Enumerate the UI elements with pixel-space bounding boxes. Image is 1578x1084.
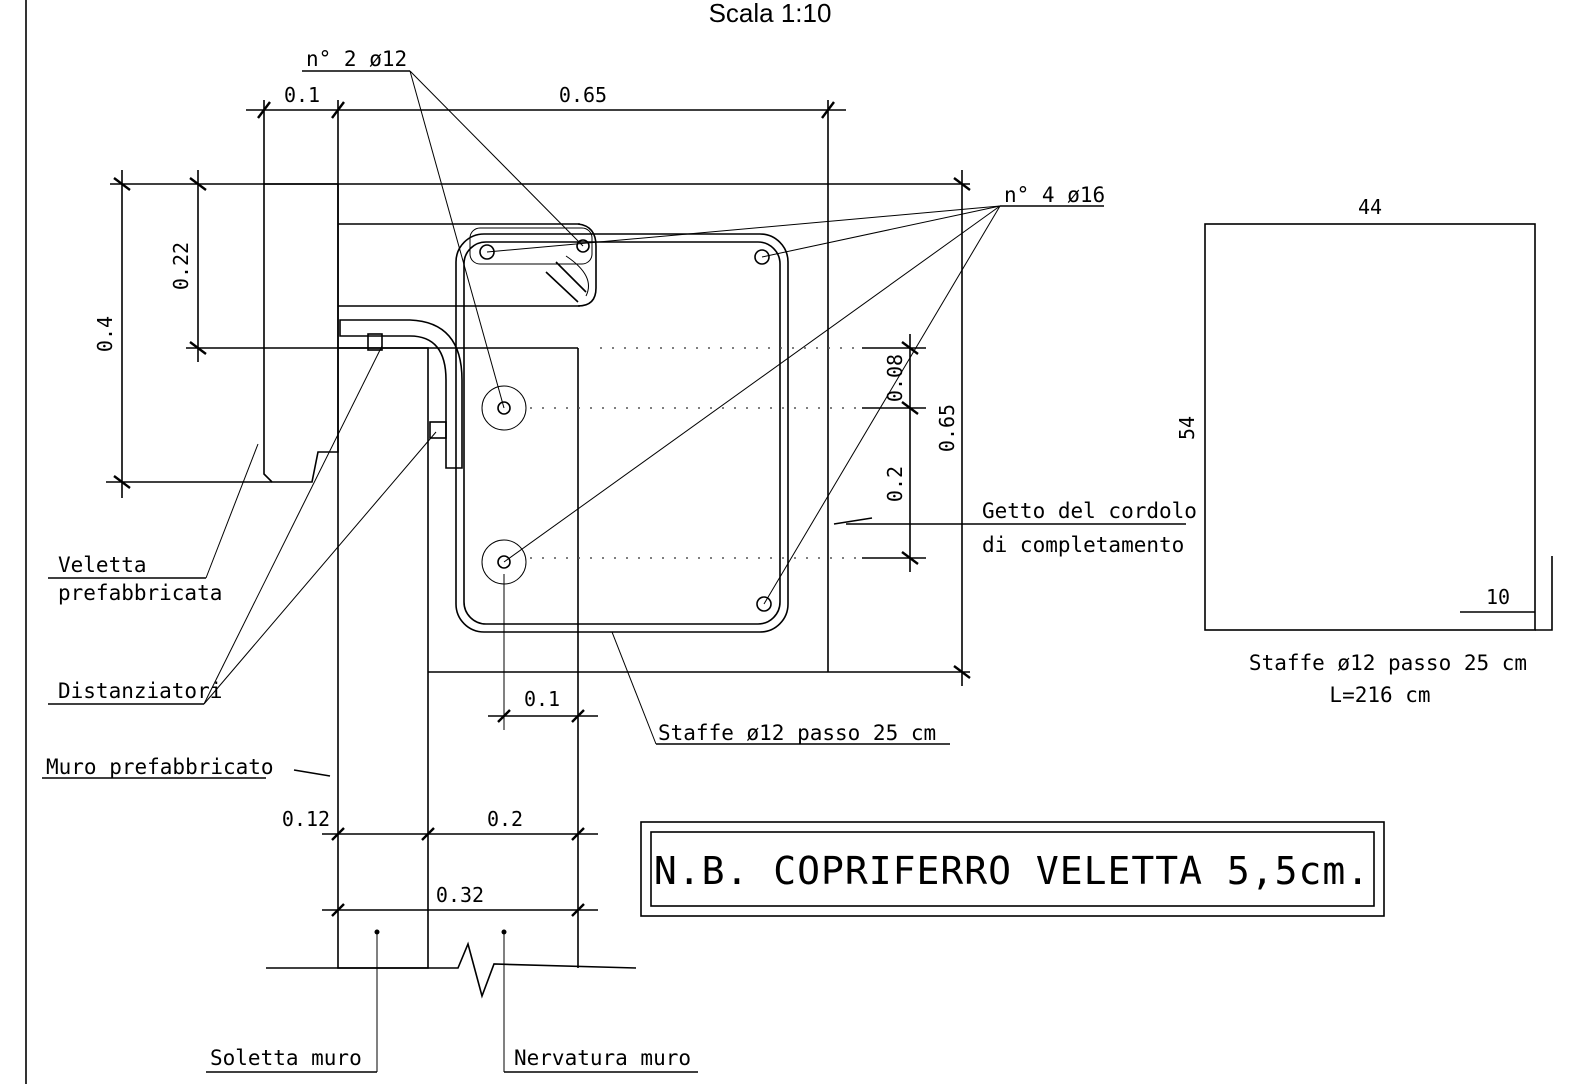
leader-main-bars-1	[486, 205, 1001, 253]
stirrup-width: 44	[1358, 195, 1382, 219]
leader-main-bars-2	[761, 205, 1001, 258]
dim-top	[246, 100, 846, 348]
label-getto-1: Getto del cordolo	[982, 499, 1197, 523]
curb-outline	[110, 100, 970, 673]
dim-0-1-top: 0.1	[284, 83, 320, 107]
leader-getto	[833, 517, 873, 525]
label-staffe: Staffe ø12 passo 25 cm	[658, 721, 936, 745]
dim-0-65-top: 0.65	[559, 83, 607, 107]
rebar-top-right	[754, 249, 770, 265]
dim-right	[862, 170, 971, 686]
rebar-top-left	[479, 244, 495, 260]
dim-0-32: 0.32	[436, 883, 484, 907]
stirrup-main	[455, 233, 789, 633]
leader-staffe	[611, 631, 657, 745]
dim-bottom-wall	[322, 827, 598, 917]
label-top-bars: n° 2 ø12	[306, 47, 407, 71]
leader-main-bars-4	[763, 205, 1001, 605]
stirrup-height: 54	[1175, 416, 1199, 440]
label-getto-2: di completamento	[982, 533, 1184, 557]
label-veletta-2: prefabbricata	[58, 581, 222, 605]
label-spacers: Distanziatori	[58, 679, 222, 703]
ground-line	[266, 941, 637, 999]
dim-0-4: 0.4	[93, 316, 117, 352]
dim-0-22: 0.22	[169, 242, 193, 290]
leader-veletta	[205, 443, 259, 579]
note-text: N.B. COPRIFERRO VELETTA 5,5cm.	[654, 849, 1370, 893]
leader-top-bars-1	[409, 70, 584, 247]
stirrup-top-hook	[469, 227, 593, 303]
note-box	[640, 821, 1385, 917]
wall-section	[337, 347, 579, 969]
rebar-bottom-right	[756, 596, 772, 612]
rebar-top-mid	[576, 239, 590, 253]
label-wall: Muro prefabbricato	[46, 755, 274, 779]
spacer-top	[367, 333, 383, 351]
drawing-title: Scala 1:10	[709, 0, 832, 28]
stirrup-caption-2: L=216 cm	[1329, 683, 1430, 707]
leader-spacers-2	[203, 431, 437, 705]
dim-0-1-bottom: 0.1	[524, 687, 560, 711]
dim-0-65-right: 0.65	[935, 404, 959, 452]
dim-bottom-rebar	[488, 574, 598, 730]
dim-0-2-right: 0.2	[883, 466, 907, 502]
veletta-section	[263, 183, 339, 483]
leader-wall	[293, 769, 331, 777]
leader-main-bars-3	[503, 205, 1001, 563]
dim-left	[106, 170, 338, 498]
stirrup-detail	[1204, 223, 1553, 631]
dim-0-08: 0.08	[883, 354, 907, 402]
bent-plate	[339, 319, 463, 469]
label-nervatura: Nervatura muro	[514, 1046, 691, 1070]
dim-0-2-bottom: 0.2	[487, 807, 523, 831]
leader-spacers-1	[203, 345, 383, 705]
label-veletta-1: Veletta	[58, 553, 147, 577]
leader-top-bars-2	[409, 70, 505, 409]
stirrup-caption-1: Staffe ø12 passo 25 cm	[1249, 651, 1527, 675]
label-main-bars: n° 4 ø16	[1004, 183, 1105, 207]
rebar-wall-upper	[481, 385, 527, 431]
label-soletta: Soletta muro	[210, 1046, 362, 1070]
dim-0-12: 0.12	[282, 807, 330, 831]
spacer-side	[429, 421, 447, 439]
stirrup-hook: 10	[1486, 585, 1510, 609]
